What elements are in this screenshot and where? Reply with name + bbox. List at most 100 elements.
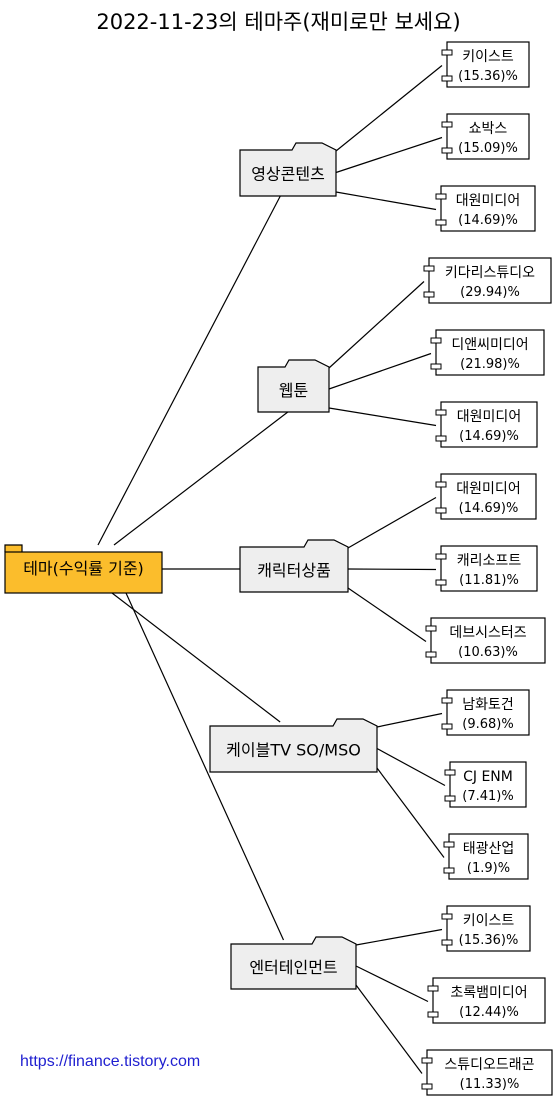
stock-return: (15.36)% <box>458 69 518 84</box>
source-url-link[interactable]: https://finance.tistory.com <box>20 1053 201 1070</box>
component-box <box>446 113 530 160</box>
page-title: 2022-11-23의 테마주(재미로만 보세요) <box>96 10 461 34</box>
stock-node[interactable]: 키이스트 (15.36)% <box>441 41 530 88</box>
stock-return: (1.9)% <box>467 861 510 876</box>
component-port <box>441 697 453 704</box>
root-label: 테마(수익률 기준) <box>23 559 144 578</box>
component-port <box>425 625 437 632</box>
component-port <box>435 435 447 442</box>
stock-node[interactable]: 캐리소프트(11.81)% <box>435 545 538 592</box>
stock-name: 키이스트 <box>463 913 515 929</box>
folder-tab <box>4 544 23 552</box>
theme-stock-edge <box>376 767 445 858</box>
component-port <box>435 219 447 226</box>
component-port <box>441 75 453 82</box>
component-port <box>443 867 455 874</box>
stock-name: 태광산업 <box>463 841 515 857</box>
stock-node[interactable]: 스튜디오드래곤 (11.33)% <box>421 1049 553 1096</box>
theme-label: 영상콘텐츠 <box>251 165 325 184</box>
root-theme-edge <box>125 592 285 941</box>
stock-return: (7.41)% <box>462 789 513 804</box>
stock-name: 키이스트 <box>462 49 514 65</box>
theme-stock-edge <box>328 352 432 390</box>
component-box <box>440 185 536 232</box>
stock-name: 디앤씨미디어 <box>451 337 528 353</box>
folder-shape <box>239 539 349 593</box>
stock-return: (10.63)% <box>458 645 518 660</box>
folder-shape <box>257 359 330 413</box>
folder-shape <box>230 936 357 990</box>
component-port <box>441 939 453 946</box>
stock-node[interactable]: 대원미디어(14.69)% <box>435 185 536 232</box>
stock-return: (15.09)% <box>458 141 518 156</box>
component-port <box>435 481 447 488</box>
stock-name: 키다리스튜디오 <box>445 265 535 281</box>
root-folder-node[interactable]: 테마(수익률 기준) <box>4 544 163 594</box>
theme-stock-edge <box>347 587 427 642</box>
component-box <box>428 257 552 304</box>
component-port <box>443 841 455 848</box>
connector-lines <box>97 65 446 1074</box>
stock-node[interactable]: 태광산업 (1.9)% <box>443 833 529 880</box>
stock-node[interactable]: 남화토건(9.68)% <box>441 689 530 736</box>
stock-node[interactable]: 쇼박스(15.09)% <box>441 113 530 160</box>
stock-return: (21.98)% <box>460 357 520 372</box>
component-port <box>421 1083 433 1090</box>
component-port <box>423 265 435 272</box>
theme-node[interactable]: 웹툰 <box>257 359 330 413</box>
stock-node[interactable]: 초록뱀미디어(12.44)% <box>427 977 546 1024</box>
component-box <box>426 1049 553 1096</box>
stock-node[interactable]: 데브시스터즈 (10.63)% <box>425 617 546 664</box>
theme-label: 캐릭터상품 <box>257 561 331 580</box>
theme-label: 엔터테인먼트 <box>249 958 337 977</box>
component-box <box>446 689 530 736</box>
component-port <box>421 1057 433 1064</box>
component-port <box>427 985 439 992</box>
theme-stock-edge <box>355 928 443 946</box>
component-port <box>430 337 442 344</box>
component-box <box>435 329 545 376</box>
component-port <box>435 409 447 416</box>
component-box <box>440 545 538 592</box>
stock-name: 데브시스터즈 <box>449 625 526 641</box>
theme-node[interactable]: 엔터테인먼트 <box>230 936 357 990</box>
stock-node[interactable]: 대원미디어(14.69)% <box>435 401 538 448</box>
diagram-nodes: 테마(수익률 기준)영상콘텐츠키이스트(15.36)%쇼박스(15.09)%대원… <box>4 41 553 1096</box>
component-port <box>435 507 447 514</box>
component-port <box>441 49 453 56</box>
component-box <box>430 617 546 664</box>
component-port <box>423 291 435 298</box>
theme-stock-edge <box>335 136 443 174</box>
theme-node[interactable]: 캐릭터상품 <box>239 539 349 593</box>
component-port <box>435 579 447 586</box>
theme-stock-edge <box>376 712 443 728</box>
stock-node[interactable]: 디앤씨미디어 (21.98)% <box>430 329 545 376</box>
theme-label: 케이블TV SO/MSO <box>226 741 361 760</box>
stock-name: 스튜디오드래곤 <box>444 1057 534 1073</box>
folder-body <box>4 551 163 594</box>
root-theme-edge <box>111 592 281 723</box>
stock-return: (14.69)% <box>459 501 519 516</box>
component-port <box>441 913 453 920</box>
theme-stock-edge <box>347 496 437 549</box>
stock-name: 대원미디어 <box>457 409 521 425</box>
stock-node[interactable]: 키이스트(15.36)% <box>441 905 531 952</box>
theme-node[interactable]: 영상콘텐츠 <box>239 142 337 197</box>
theme-stock-edge <box>376 747 446 787</box>
stock-name: 대원미디어 <box>456 481 520 497</box>
stock-name: 초록뱀미디어 <box>450 985 527 1001</box>
theme-stock-edge <box>328 407 437 427</box>
theme-stock-edge <box>347 568 437 571</box>
stock-node[interactable]: 키다리스튜디오 (29.94)% <box>423 257 552 304</box>
folder-shape <box>209 718 378 773</box>
component-port <box>430 363 442 370</box>
stock-node[interactable]: 대원미디어 (14.69)% <box>435 473 537 520</box>
component-box <box>448 833 529 880</box>
stock-return: (29.94)% <box>460 285 520 300</box>
component-port <box>441 121 453 128</box>
theme-node[interactable]: 케이블TV SO/MSO <box>209 718 378 773</box>
component-box <box>446 41 530 88</box>
stock-node[interactable]: CJ ENM(7.41)% <box>444 761 527 808</box>
stock-return: (11.33)% <box>460 1077 520 1092</box>
